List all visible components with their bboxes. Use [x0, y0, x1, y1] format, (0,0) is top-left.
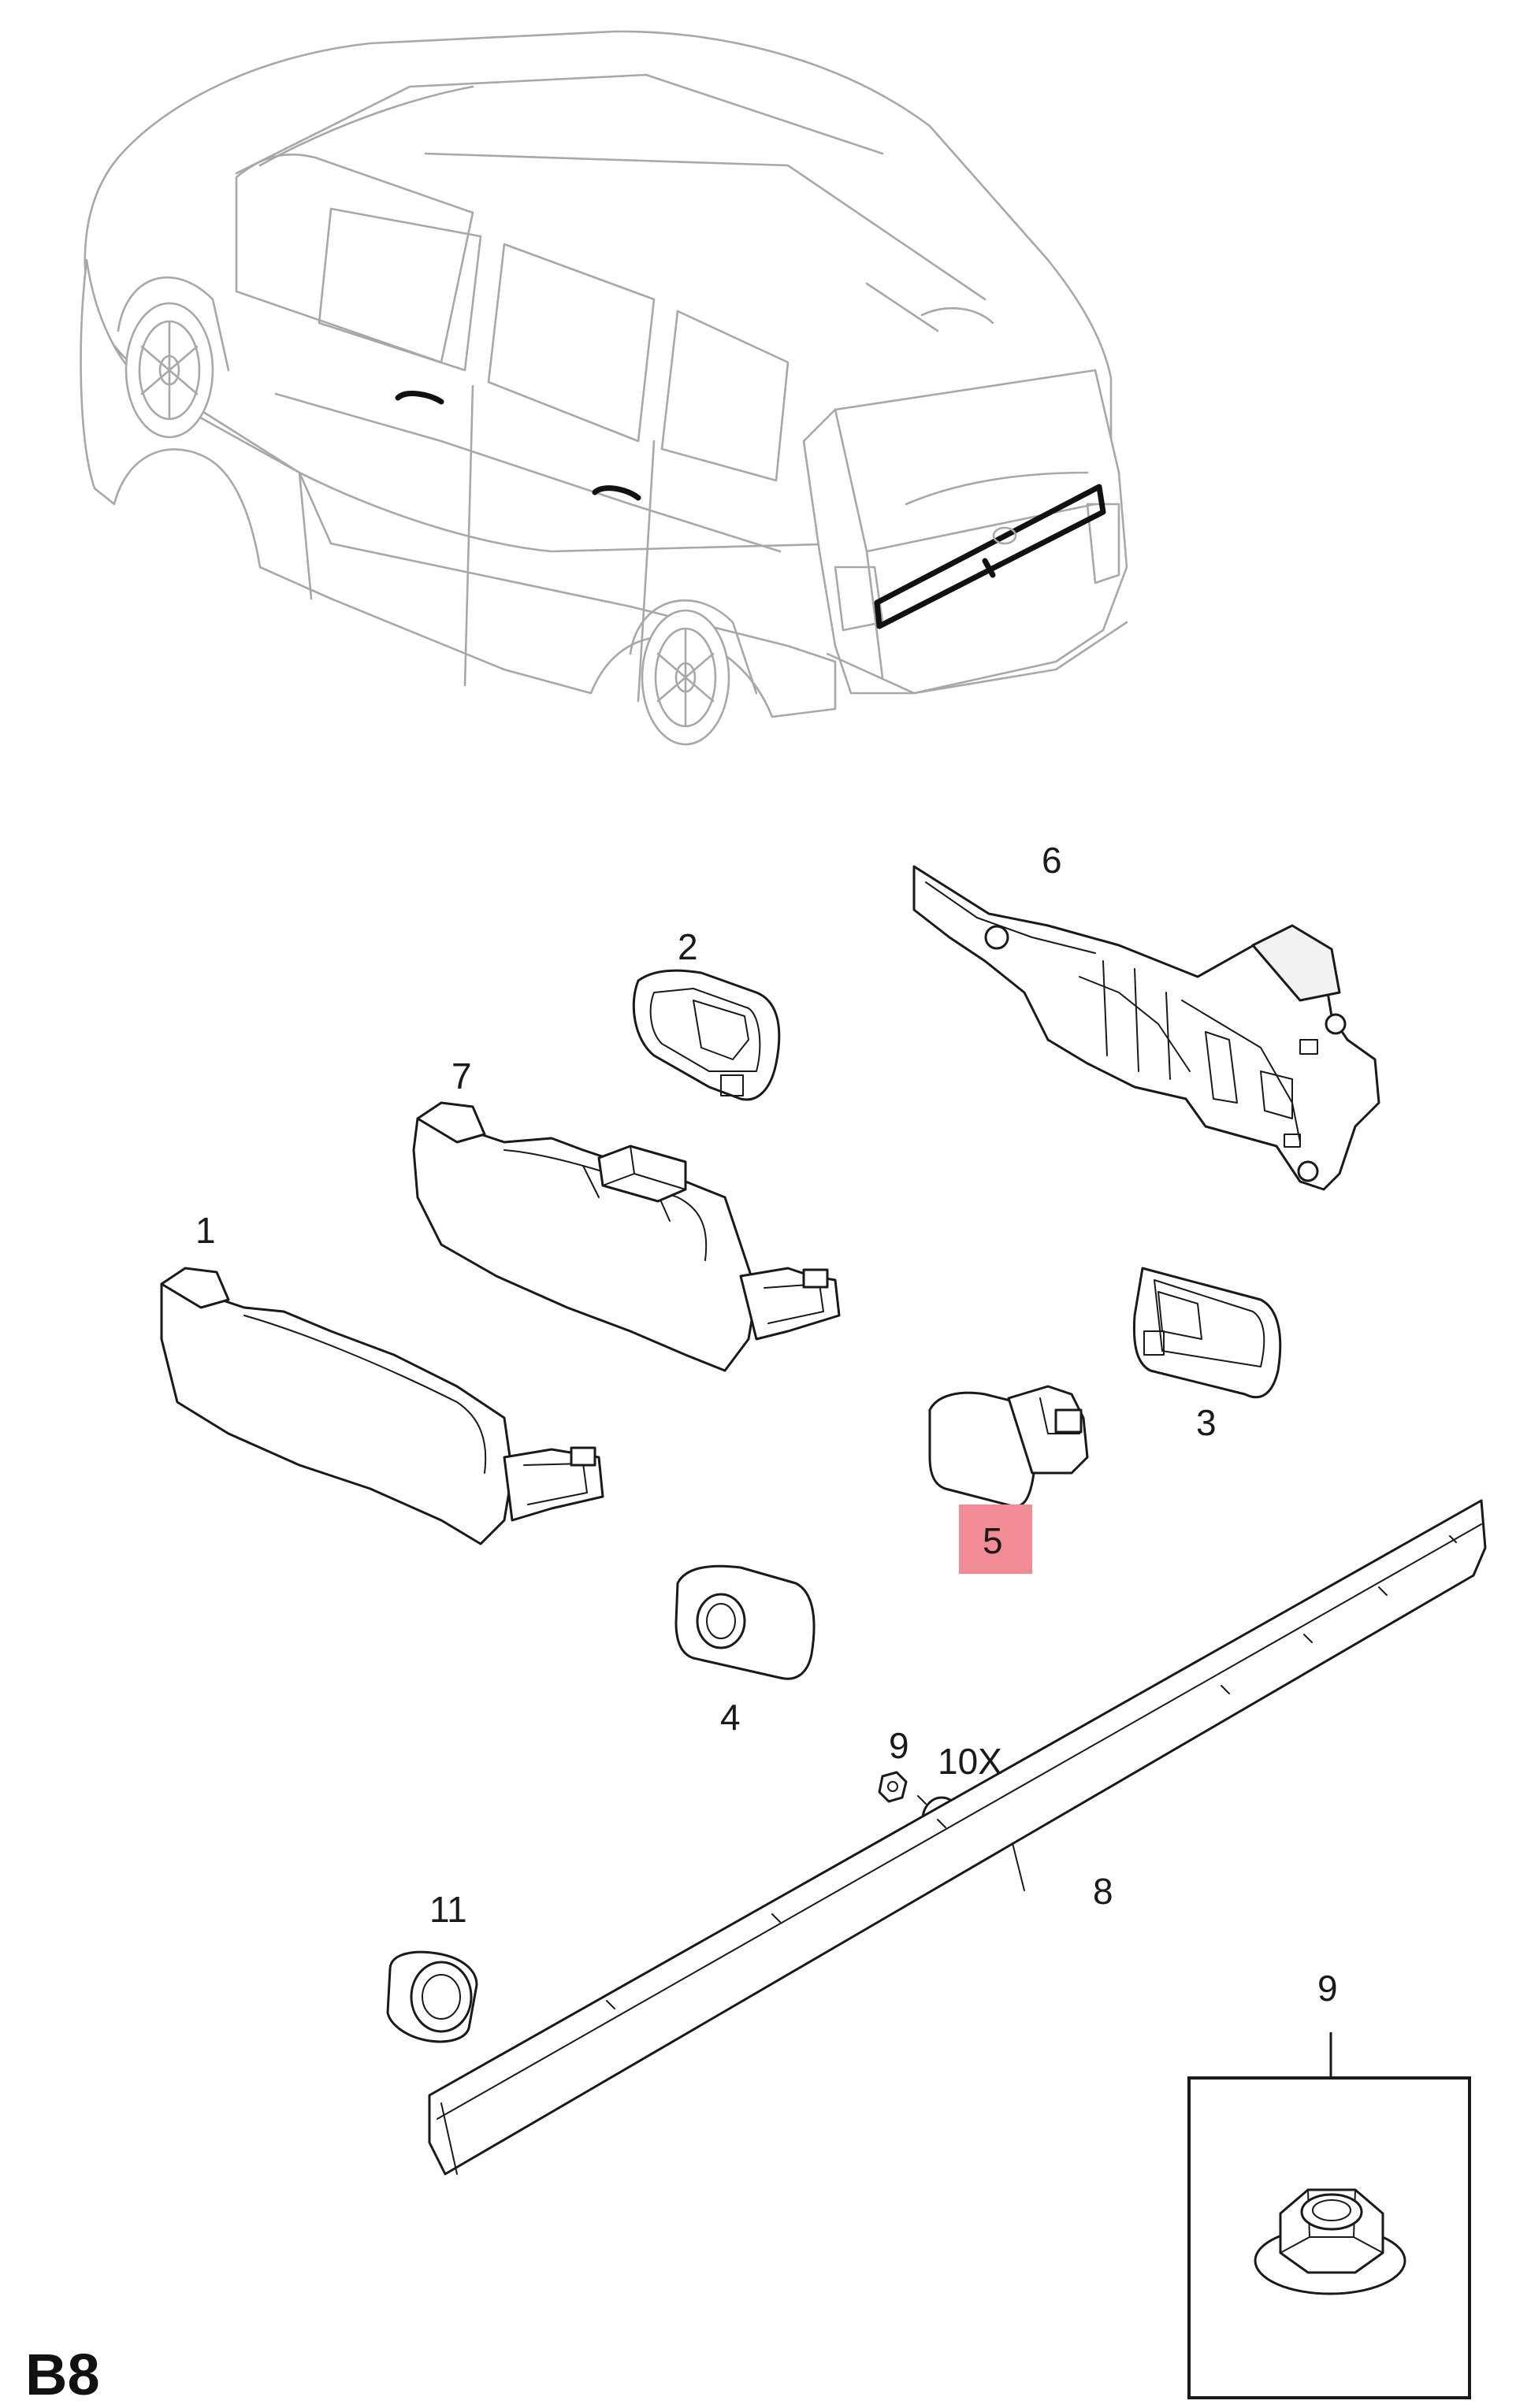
callout-1: 1	[195, 1210, 216, 1251]
callout-5-highlight	[959, 1505, 1032, 1574]
vehicle-illustration	[80, 30, 1128, 746]
callout-9-small: 9	[889, 1725, 909, 1766]
callout-8: 8	[1093, 1871, 1113, 1912]
callout-6: 6	[1042, 840, 1062, 881]
detail-box-nut	[1187, 2032, 1471, 2399]
part-5-lock-cap	[928, 1385, 1089, 1508]
part-3-gasket	[1132, 1267, 1282, 1399]
part-9-nut-small	[878, 1771, 908, 1803]
part-11-grommet	[386, 1950, 478, 2043]
part-7-front-handle	[412, 1101, 841, 1372]
callout-2: 2	[678, 926, 698, 967]
callout-5: 5	[983, 1520, 1003, 1561]
part-6-handle-carrier	[912, 865, 1380, 1191]
part-2-gasket	[632, 969, 781, 1101]
callout-labels: 6 2 7 1 3 5 4 9 10X 8 11 9	[195, 840, 1338, 2009]
part-4-lock-bezel	[674, 1564, 816, 1680]
part-1-rear-handle	[160, 1267, 604, 1545]
callout-10x: 10X	[938, 1741, 1002, 1782]
page-code: B8	[25, 2342, 100, 2407]
part-8-trim-strip	[428, 1499, 1487, 2176]
flange-nut-icon	[1254, 2188, 1406, 2295]
callout-9-detail: 9	[1317, 1968, 1338, 2009]
callout-11: 11	[429, 1889, 467, 1930]
callout-4: 4	[720, 1697, 741, 1738]
callout-7: 7	[451, 1056, 472, 1096]
callout-3: 3	[1196, 1402, 1217, 1443]
